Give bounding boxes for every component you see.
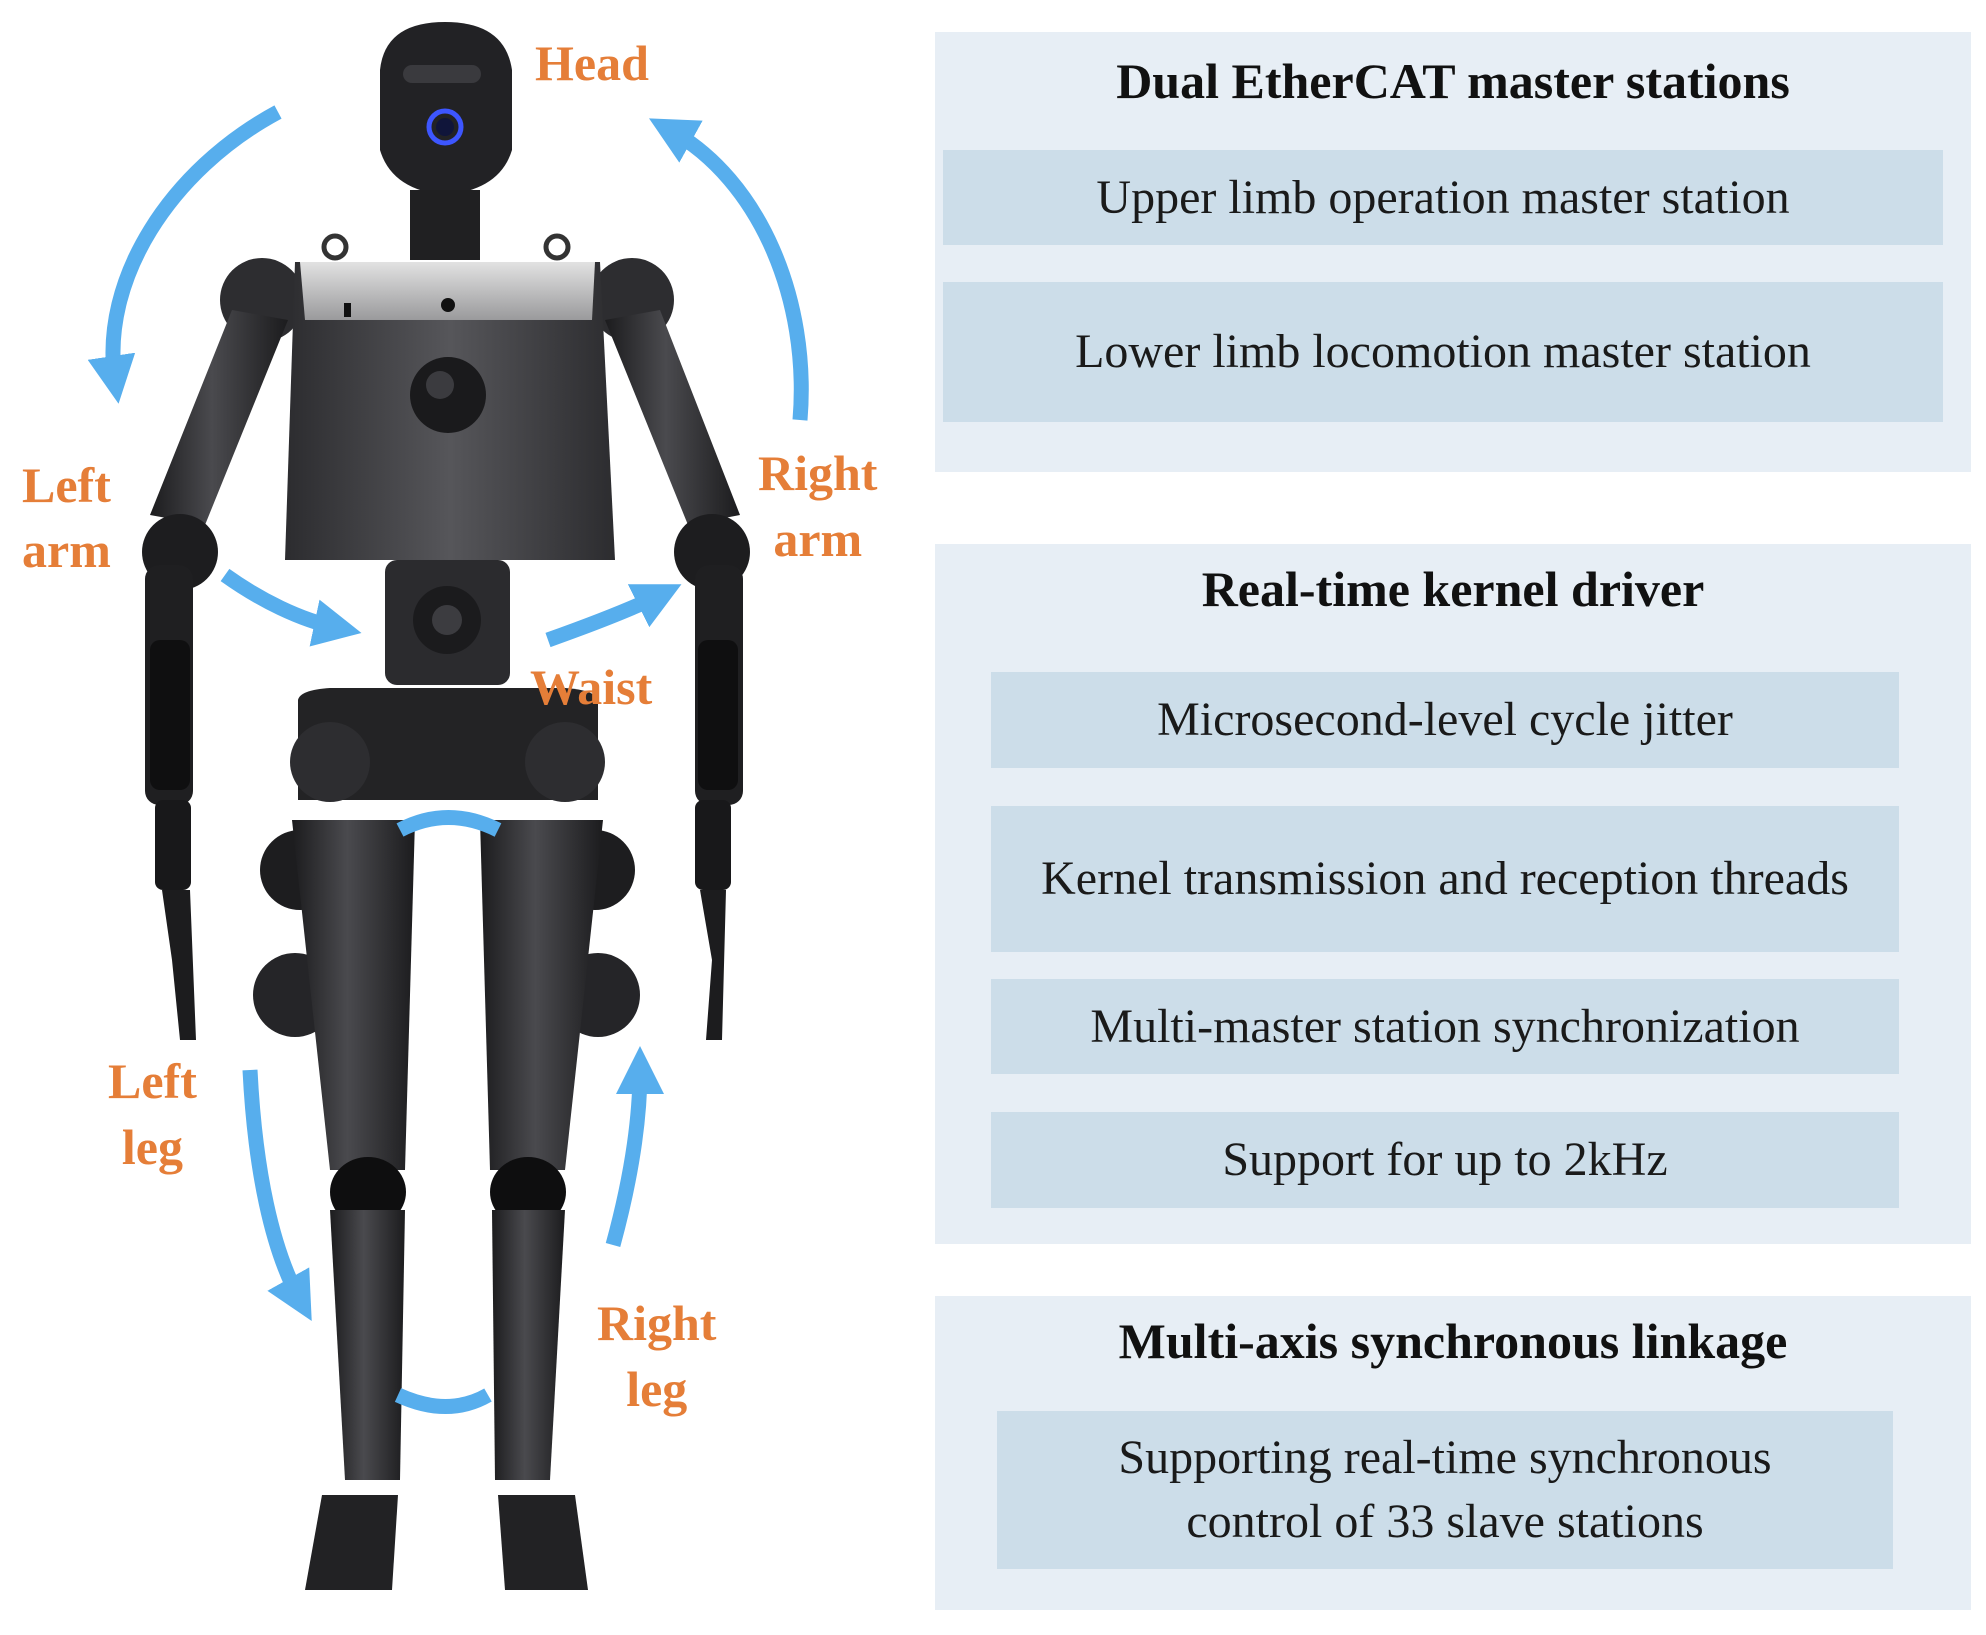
robot-figure: Head Left arm Right arm Waist Left leg R…: [0, 0, 920, 1630]
label-waist: Waist: [530, 659, 653, 715]
humanoid-robot-illustration: [87, 22, 809, 1590]
panel-dual-ethercat: Dual EtherCAT master stations Upper limb…: [935, 32, 1971, 472]
label-left-leg-line2: leg: [121, 1119, 183, 1175]
panel-item: Microsecond-level cycle jitter: [991, 672, 1899, 768]
panel-title: Multi-axis synchronous linkage: [1118, 1313, 1788, 1369]
arc-feet: [394, 1388, 492, 1414]
label-left-leg: Left leg: [108, 1048, 197, 1180]
robot-left-leg: [253, 820, 415, 1590]
label-left-arm-line1: Left: [22, 457, 111, 513]
label-left-arm: Left arm: [22, 452, 111, 583]
label-right-arm: Right arm: [758, 440, 877, 572]
panel-item: Lower limb locomotion master station: [943, 282, 1943, 422]
label-right-leg: Right leg: [597, 1290, 716, 1422]
robot-left-arm: [142, 310, 288, 1040]
panel-item: Upper limb operation master station: [943, 150, 1943, 245]
panel-item: Kernel transmission and reception thread…: [991, 806, 1899, 952]
arc-hip: [396, 810, 502, 837]
label-left-leg-line1: Left: [108, 1053, 197, 1109]
label-left-arm-line2: arm: [22, 522, 111, 578]
arrow-right-leg-up: [605, 1046, 664, 1247]
flow-arrows: [87, 105, 809, 1414]
arrow-head-to-left-arm: [87, 105, 282, 404]
arrow-left-arm-to-waist: [220, 568, 362, 647]
panel-realtime-kernel: Real-time kernel driver Microsecond-leve…: [935, 544, 1971, 1244]
panel-multi-axis: Multi-axis synchronous linkage Supportin…: [935, 1296, 1971, 1610]
panel-item: Supporting real-time synchronous control…: [997, 1411, 1893, 1569]
label-right-leg-line1: Right: [597, 1295, 717, 1351]
robot-waist: [290, 560, 605, 802]
label-right-arm-line1: Right: [758, 445, 878, 501]
robot-right-arm: [605, 310, 750, 1040]
robot-head: [380, 22, 512, 195]
label-head: Head: [535, 35, 649, 91]
arrow-right-arm-to-head: [649, 118, 809, 421]
arrow-waist-to-right-arm: [545, 584, 682, 648]
panel-item: Support for up to 2kHz: [991, 1112, 1899, 1208]
label-right-leg-line2: leg: [626, 1361, 688, 1417]
panel-title: Dual EtherCAT master stations: [1116, 53, 1790, 109]
arrow-left-leg-down: [242, 1069, 312, 1321]
panel-title: Real-time kernel driver: [1201, 561, 1705, 617]
robot-torso: [285, 262, 615, 560]
robot-right-leg: [480, 820, 640, 1590]
label-right-arm-line2: arm: [773, 511, 863, 567]
panel-item: Multi-master station synchronization: [991, 979, 1899, 1074]
